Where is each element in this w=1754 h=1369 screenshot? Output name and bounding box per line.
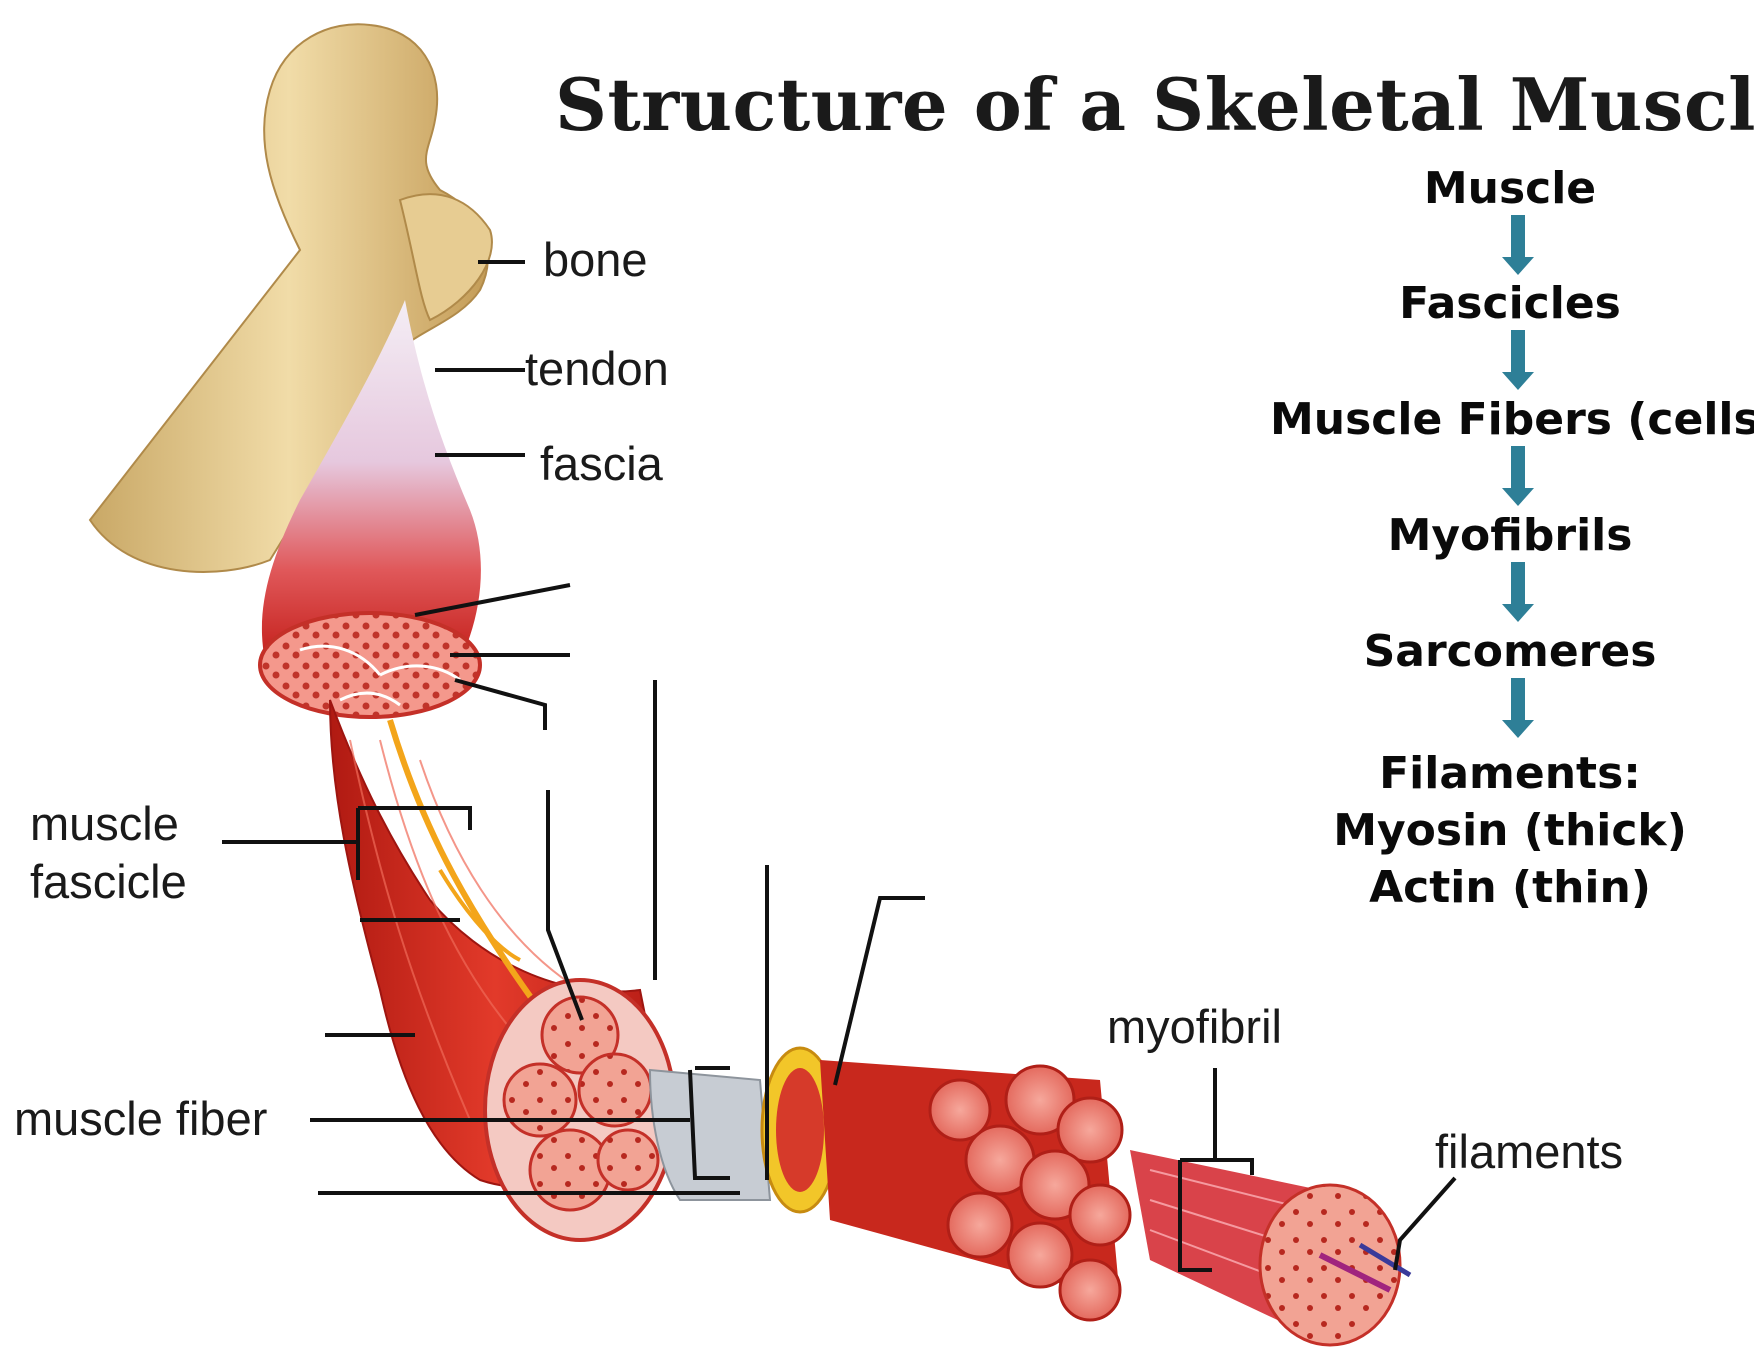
single-myofibril (1130, 1150, 1410, 1345)
hierarchy-sarcomeres: Sarcomeres (1270, 630, 1750, 674)
hierarchy-myosin: Myosin (thick) (1270, 802, 1750, 859)
hierarchy-filaments: Filaments: Myosin (thick) Actin (thin) (1270, 745, 1750, 916)
hierarchy-actin: Actin (thin) (1270, 859, 1750, 916)
down-arrow-icon (1502, 678, 1534, 738)
hierarchy-myofibrils: Myofibrils (1270, 514, 1750, 558)
label-muscle-fascicle-line2: fascicle (30, 858, 187, 905)
hierarchy-filaments-heading: Filaments: (1270, 745, 1750, 802)
down-arrow-icon (1502, 330, 1534, 390)
down-arrow-icon (1502, 215, 1534, 275)
label-muscle-fascicle-line1: muscle (30, 800, 179, 847)
page-title: Structure of a Skeletal Muscle (555, 62, 1754, 147)
label-bone: bone (543, 236, 648, 283)
hierarchy-muscle-fibers: Muscle Fibers (cells) (1270, 398, 1750, 442)
label-fascia: fascia (540, 440, 663, 487)
label-myofibril: myofibril (1107, 1003, 1282, 1050)
down-arrow-icon (1502, 562, 1534, 622)
muscle-fiber-tube (650, 1070, 770, 1200)
hierarchy-muscle: Muscle (1270, 167, 1750, 211)
hierarchy-fascicles: Fascicles (1270, 282, 1750, 326)
label-muscle-fiber: muscle fiber (14, 1095, 267, 1142)
label-filaments: filaments (1435, 1128, 1623, 1175)
label-tendon: tendon (525, 345, 669, 392)
down-arrow-icon (1502, 446, 1534, 506)
myofibril-bundle (820, 1060, 1130, 1320)
